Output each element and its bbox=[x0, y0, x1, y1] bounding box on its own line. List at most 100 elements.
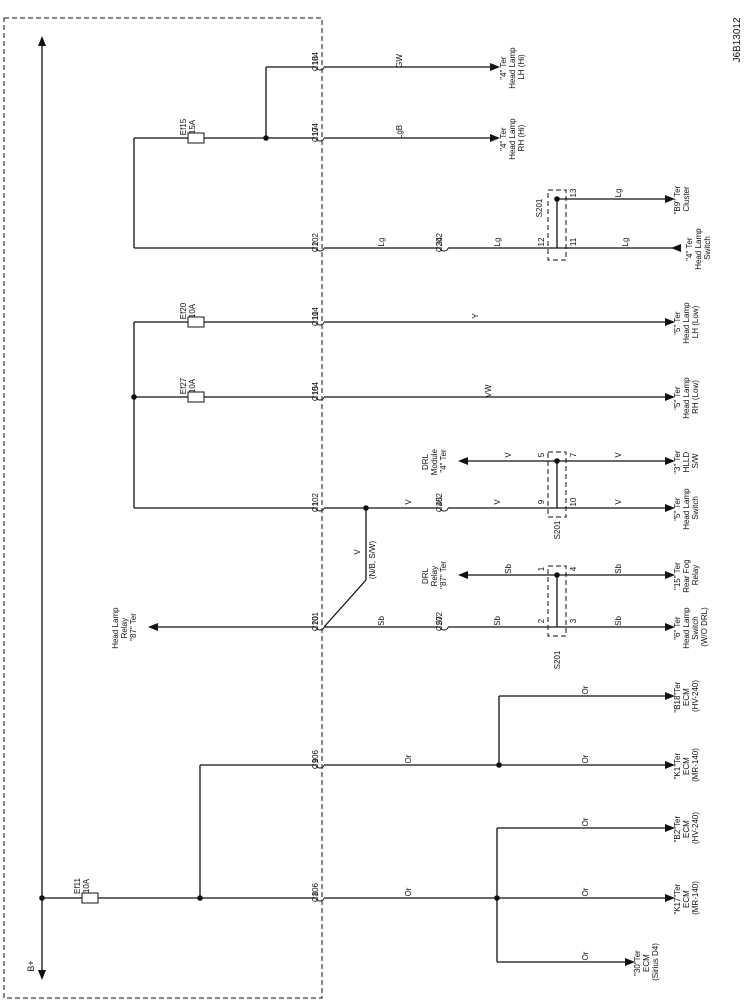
dest-ecm-k17: "K17"Ter ECM (MR-140) bbox=[673, 881, 700, 915]
pin-9-connector: C106 bbox=[311, 749, 320, 769]
wire-lg-c202: Lg bbox=[493, 238, 502, 247]
wire-or-ecmk17: Or bbox=[581, 887, 590, 896]
fuse-ef15-body bbox=[187, 132, 205, 144]
splice-pin-11: 11 bbox=[569, 237, 578, 246]
fuse-ef15-name: Ef15 bbox=[179, 118, 188, 135]
pin-1-connector: C102 bbox=[311, 492, 320, 512]
pin-20-connector: C101 bbox=[311, 611, 320, 631]
wire-or-ecm30: Or bbox=[581, 951, 590, 960]
dest-rear-fog-relay: "15" Ter Rear Fog Relay bbox=[673, 557, 700, 593]
dest-head-lamp-switch-6: "6" Ter Head Lamp Switch (W/O DRL) bbox=[673, 605, 709, 649]
wire-nb-sw-note: (N/B, S/W) bbox=[368, 541, 377, 580]
pin-15-connector: C104 bbox=[311, 381, 320, 401]
c202-34-connector: C202 bbox=[435, 232, 444, 252]
wire-lgb: LgB bbox=[395, 125, 404, 139]
wire-or-ecmb2: Or bbox=[581, 817, 590, 826]
splice-pin-4: 4 bbox=[569, 566, 578, 571]
destinations: "30"Ter ECM (Sirius D4) "K17"Ter ECM (MR… bbox=[111, 45, 712, 981]
dest-drl-module: DRL Module "4" Ter bbox=[421, 447, 448, 475]
diagram-id: J6B13012 bbox=[732, 17, 743, 62]
c202-45-connector: C202 bbox=[435, 492, 444, 512]
wire-sb-c101: Sb bbox=[377, 616, 386, 626]
dest-head-lamp-rh-low: "5" Ter Head Lamp RH (Low) bbox=[673, 375, 700, 419]
fuse-ef20-rating: 10A bbox=[188, 303, 197, 318]
supply-label: B+ bbox=[26, 960, 36, 971]
dest-hlld-switch: "3" Ter HLLD S/W bbox=[673, 448, 700, 474]
pin-11-connector: C104 bbox=[311, 306, 320, 326]
wire-or-c106-9: Or bbox=[404, 754, 413, 763]
splice-s201-v bbox=[547, 451, 567, 518]
splice-pin-3: 3 bbox=[569, 618, 578, 623]
dest-ecm-b18: "B18"Ter ECM (HV-240) bbox=[673, 679, 700, 712]
wire-gw: GW bbox=[395, 54, 404, 68]
pin-2-number: 2 bbox=[311, 241, 320, 246]
low-beam-circuit: Ef27 10A Ef20 10A 1 C102 15 C104 11 C104… bbox=[131, 302, 675, 539]
splice-pin-2: 2 bbox=[537, 618, 546, 623]
dest-head-lamp-rh-hi: "4" Ter Head Lamp RH (Hi) bbox=[499, 116, 526, 160]
pin-9-number: 9 bbox=[311, 758, 320, 763]
wire-v-c102: V bbox=[404, 499, 413, 505]
fuse-ef27-name: Ef27 bbox=[179, 377, 188, 394]
c202-57-pin: 57 bbox=[435, 616, 444, 625]
splice-s201-label-a: S201 bbox=[553, 650, 562, 669]
sb-circuit: 20 C101 V (N/B, S/W) Sb 57 C202 Sb 2 1 3… bbox=[148, 508, 675, 669]
splice-pin-1: 1 bbox=[537, 566, 546, 571]
fuse-ef20-body bbox=[187, 316, 205, 328]
splice-pin-12: 12 bbox=[537, 237, 546, 246]
wire-v-drlmodule: V bbox=[504, 452, 513, 458]
dest-head-lamp-switch-5: "5" Ter Head Lamp Switch bbox=[673, 486, 700, 530]
c202-57-connector: C202 bbox=[435, 611, 444, 631]
dest-head-lamp-lh-low: "5" Ter Head Lamp LH (Low) bbox=[673, 300, 700, 344]
high-beam-circuit: Ef15 15A 2 C102 17 C104 18 C104 Lg 34 C2… bbox=[133, 51, 681, 261]
splice-pin-10: 10 bbox=[569, 497, 578, 506]
b-plus-bus: B+ bbox=[26, 36, 46, 980]
splice-s201-label-b: S201 bbox=[553, 520, 562, 539]
dest-head-lamp-lh-hi: "4" Ter Head Lamp LH (Hi) bbox=[499, 45, 526, 89]
wire-sb-c202: Sb bbox=[493, 616, 502, 626]
dest-drl-relay: DRL Relay "87" Ter bbox=[421, 561, 448, 589]
fuse-ef27-body bbox=[187, 391, 205, 403]
splice-s201-lg bbox=[547, 189, 567, 261]
splice-pin-9: 9 bbox=[537, 499, 546, 504]
wire-sb-drl: Sb bbox=[504, 564, 513, 574]
wire-or-c106-8: Or bbox=[404, 887, 413, 896]
c202-45-pin: 45 bbox=[435, 497, 444, 506]
splice-pin-13: 13 bbox=[569, 188, 578, 197]
pin-11-number: 11 bbox=[311, 311, 320, 320]
dest-ecm-30: "30"Ter ECM (Sirius D4) bbox=[633, 943, 660, 981]
wire-sb-switch: Sb bbox=[614, 616, 623, 626]
dest-ecm-b2: "B2"Ter ECM (HV-240) bbox=[673, 812, 700, 844]
pin-8-number: 8 bbox=[311, 891, 320, 896]
pin-1-number: 1 bbox=[311, 501, 320, 506]
wire-lg-c102: Lg bbox=[377, 238, 386, 247]
pin-17-number: 17 bbox=[311, 127, 320, 136]
wire-or-ecmb18: Or bbox=[581, 685, 590, 694]
pin-18-connector: C104 bbox=[311, 51, 320, 71]
wire-y: Y bbox=[471, 313, 480, 319]
fuse-ef27-rating: 10A bbox=[188, 378, 197, 393]
splice-s201-sb bbox=[547, 565, 567, 637]
pin-15-number: 15 bbox=[311, 386, 320, 395]
pin-17-connector: C104 bbox=[311, 122, 320, 142]
wire-v-diagonal: V bbox=[353, 549, 362, 555]
wire-sb-rearfog: Sb bbox=[614, 564, 623, 574]
fuse-ef20-name: Ef20 bbox=[179, 302, 188, 319]
splice-pin-5: 5 bbox=[537, 452, 546, 457]
pin-8-connector: C106 bbox=[311, 882, 320, 902]
wire-vw: VW bbox=[484, 384, 493, 397]
dest-ecm-k1: "K1"Ter ECM (MR-140) bbox=[673, 748, 700, 782]
wire-v-hlld: V bbox=[614, 452, 623, 458]
c202-34-pin: 34 bbox=[435, 237, 444, 246]
pin-2-connector: C102 bbox=[311, 232, 320, 252]
dest-head-lamp-relay: Head Lamp Relay "87" Ter bbox=[111, 605, 138, 649]
fuse-ef11-name: Ef11 bbox=[73, 878, 82, 894]
fuse-box-boundary bbox=[3, 17, 323, 999]
fuse-ef11-rating: 10A bbox=[82, 878, 91, 893]
wire-lg-switch: Lg bbox=[621, 238, 630, 247]
fuse-ef15-rating: 15A bbox=[188, 119, 197, 134]
ef11-circuit: Ef11 10A 8 C106 9 C106 Or Or Or Or Or Or bbox=[42, 685, 675, 966]
wire-v-switch: V bbox=[614, 499, 623, 505]
wire-v-c202: V bbox=[493, 499, 502, 505]
dest-cluster: "B9" Ter Cluster bbox=[673, 184, 691, 215]
